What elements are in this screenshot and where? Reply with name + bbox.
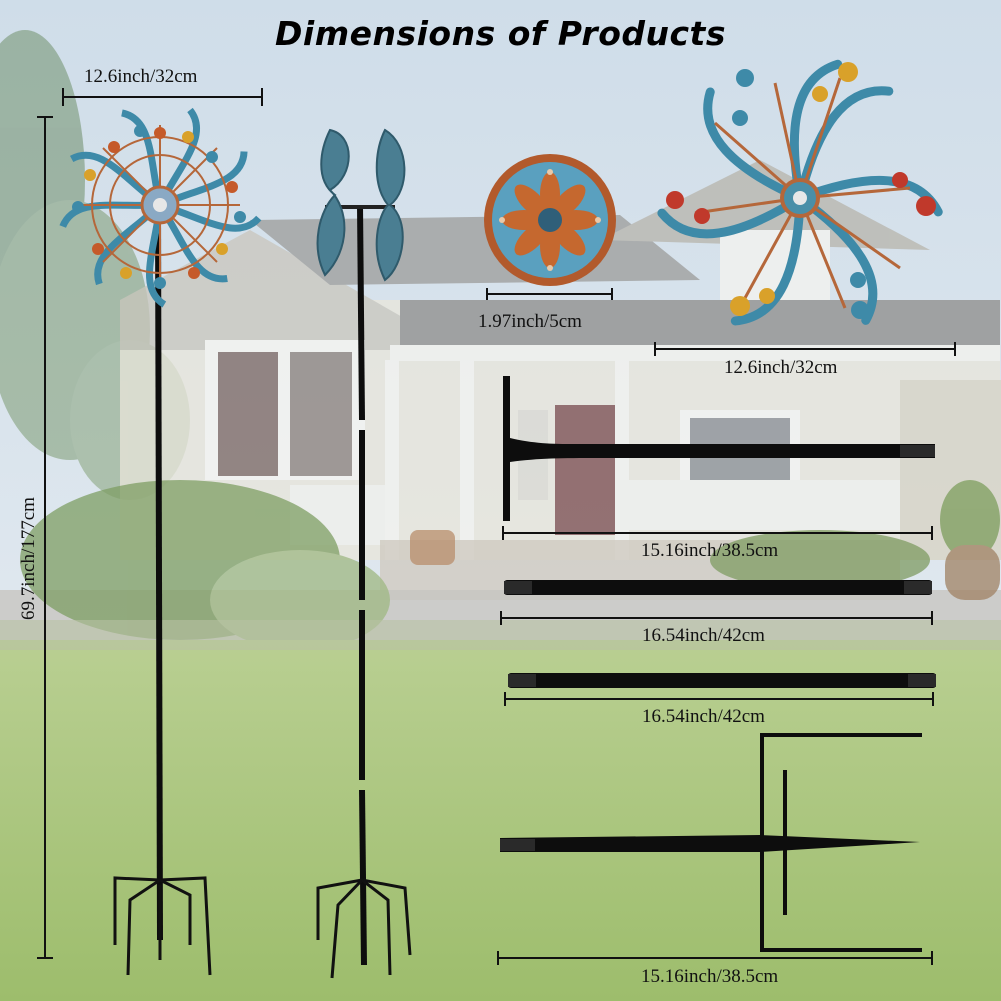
top-pole-length-label: 15.16inch/38.5cm <box>641 540 779 561</box>
stake-length-label: 15.16inch/38.5cm <box>641 966 779 987</box>
page-title: Dimensions of Products <box>275 14 726 53</box>
lawn <box>0 640 1001 1001</box>
middle-pole-part-2 <box>508 673 936 688</box>
total-height-label: 69.7inch/177cm <box>18 497 39 620</box>
wheel-beads <box>666 62 936 319</box>
wheel-diameter-label: 12.6inch/32cm <box>724 357 838 378</box>
hub-diameter-label: 1.97inch/5cm <box>478 311 582 332</box>
wheel-closeup <box>657 59 943 326</box>
middle-pole-part-1 <box>504 580 932 595</box>
assembled-spinner-front <box>59 107 262 976</box>
assembled-spinner-side <box>316 128 412 979</box>
hub-closeup <box>484 154 616 286</box>
dimension-lines <box>37 88 956 965</box>
top-pole-part <box>503 376 935 521</box>
middle-pole-2-length-label: 16.54inch/42cm <box>642 706 765 727</box>
middle-pole-1-length-label: 16.54inch/42cm <box>642 625 765 646</box>
glass-beads <box>72 125 246 289</box>
shrubs <box>20 480 1000 650</box>
spinner-width-label: 12.6inch/32cm <box>84 66 198 87</box>
ground-stake-part <box>500 733 922 952</box>
